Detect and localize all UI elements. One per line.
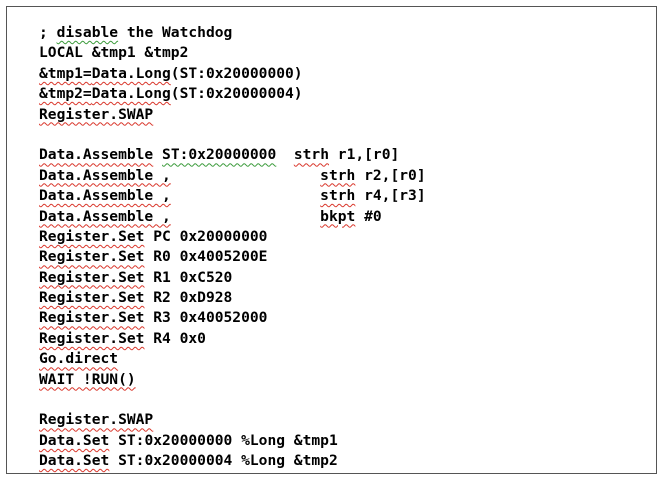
code-line: ; disable the Watchdog	[39, 23, 426, 43]
code-token: (ST:0x20000000)	[170, 64, 303, 82]
code-token: r1,[r0]	[329, 146, 400, 164]
code-line: Data.Assemble , strh r2,[r0]	[39, 166, 426, 186]
code-token: the Watchdog	[118, 24, 233, 41]
code-token: Data.Assemble	[39, 146, 154, 164]
code-token	[153, 146, 162, 163]
code-token: Data.Set	[39, 452, 110, 470]
code-token	[276, 146, 294, 163]
code-token: LOCAL &tmp1 &tmp2	[39, 44, 189, 62]
code-token: R3 0x40052000	[144, 309, 268, 327]
code-token: ST:0x20000000	[162, 146, 277, 164]
code-line: Register.Set R3 0x40052000	[39, 308, 426, 328]
code-token	[171, 208, 320, 225]
code-token: Data.Assemble ,	[39, 207, 171, 225]
code-token: strh	[320, 187, 356, 205]
code-token: r2,[r0]	[355, 166, 426, 184]
code-line: WAIT !RUN()	[39, 370, 426, 390]
code-line: Register.Set R2 0xD928	[39, 288, 426, 308]
code-line: &tmp1=Data.Long(ST:0x20000000)	[39, 64, 426, 84]
blank-line	[39, 125, 426, 145]
code-token: Register.Set	[39, 268, 145, 286]
code-token: Data.Long	[91, 85, 171, 103]
code-token: Register.Set	[39, 289, 145, 307]
code-token	[171, 187, 320, 204]
code-token: ST:0x20000000 %Long &tmp1	[109, 431, 338, 449]
code-line: Data.Set ST:0x20000000 %Long &tmp1	[39, 431, 426, 451]
code-line: &tmp2=Data.Long(ST:0x20000004)	[39, 84, 426, 104]
code-token: Data.Long	[91, 64, 171, 82]
code-token: Go.direct	[39, 350, 119, 368]
code-line: Register.Set R4 0x0	[39, 329, 426, 349]
code-token: Register.Set	[39, 309, 145, 327]
code-line: Register.Set R1 0xC520	[39, 268, 426, 288]
code-line: Register.Set R0 0x4005200E	[39, 247, 426, 267]
code-token: bkpt	[320, 207, 356, 225]
code-token: R0 0x4005200E	[144, 248, 268, 266]
code-token: #0	[355, 207, 382, 225]
code-token	[171, 167, 320, 184]
code-token: PC 0x20000000	[144, 227, 268, 245]
code-line: LOCAL &tmp1 &tmp2	[39, 43, 426, 63]
code-line: Data.Assemble , strh r4,[r3]	[39, 186, 426, 206]
code-token: R1 0xC520	[144, 268, 233, 286]
code-token: strh	[293, 146, 329, 164]
code-token: Register.Set	[39, 248, 145, 266]
code-line: Data.Assemble , bkpt #0	[39, 207, 426, 227]
code-token: (ST:0x20000004)	[170, 85, 303, 103]
code-token: &tmp2=	[39, 85, 92, 103]
code-token: r4,[r3]	[355, 187, 426, 205]
code-line: Data.Set ST:0x20000004 %Long &tmp2	[39, 451, 426, 471]
code-line: Go.direct	[39, 349, 426, 369]
code-token: &tmp1=	[39, 64, 92, 82]
code-token: Data.Set	[39, 431, 110, 449]
code-token: WAIT !RUN()	[39, 370, 136, 388]
code-line: Register.SWAP	[39, 410, 426, 430]
code-token: Register.Set	[39, 227, 145, 245]
blank-line	[39, 390, 426, 410]
code-token: disable	[56, 24, 119, 41]
code-token: Register.SWAP	[39, 411, 154, 429]
code-line: Register.Set PC 0x20000000	[39, 227, 426, 247]
code-token: R4 0x0	[144, 329, 206, 347]
code-line: Register.SWAP	[39, 105, 426, 125]
code-token: ;	[39, 24, 57, 41]
code-token: R2 0xD928	[144, 289, 233, 307]
code-line: Data.Assemble ST:0x20000000 strh r1,[r0]	[39, 145, 426, 165]
code-token: Register.SWAP	[39, 105, 154, 123]
code-token: Data.Assemble ,	[39, 166, 171, 184]
code-token: ST:0x20000004 %Long &tmp2	[109, 452, 338, 470]
code-token: Register.Set	[39, 329, 145, 347]
code-token: Data.Assemble ,	[39, 187, 171, 205]
code-token: strh	[320, 166, 356, 184]
